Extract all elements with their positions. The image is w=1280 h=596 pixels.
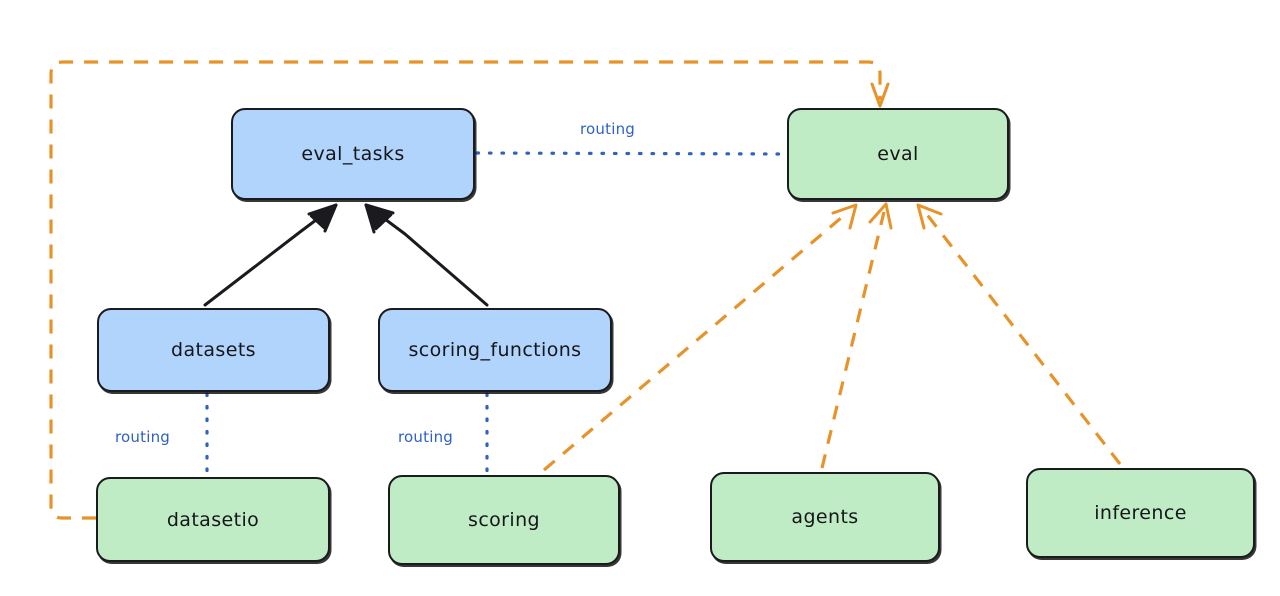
edge-scoring-functions-to-eval-tasks [364, 203, 489, 307]
node-label: scoring_functions [408, 339, 582, 361]
node-scoring[interactable]: scoring [388, 475, 620, 565]
node-inference[interactable]: inference [1026, 468, 1255, 558]
node-eval[interactable]: eval [787, 108, 1009, 200]
node-label: inference [1094, 502, 1187, 524]
edge-agents-to-eval-dependency [820, 202, 893, 469]
edge-eval-tasks-to-eval-routing [475, 151, 787, 156]
node-label: scoring [468, 509, 540, 531]
edge-label-routing-datasets-datasetio: routing [115, 428, 170, 446]
edge-label-routing-eval-tasks-eval: routing [580, 120, 635, 138]
node-label: datasetio [166, 508, 260, 531]
edge-inference-to-eval-dependency [916, 203, 1122, 465]
node-label: agents [791, 506, 859, 528]
node-agents[interactable]: agents [710, 472, 940, 562]
node-datasetio[interactable]: datasetio [96, 477, 330, 562]
node-label: eval [877, 143, 919, 165]
edge-label-routing-scoring-functions-scoring: routing [398, 428, 453, 446]
node-datasets[interactable]: datasets [97, 308, 330, 392]
node-eval-tasks[interactable]: eval_tasks [231, 108, 475, 200]
edge-datasets-to-eval-tasks [203, 203, 338, 307]
node-label: datasets [171, 339, 256, 361]
node-scoring-functions[interactable]: scoring_functions [378, 308, 612, 392]
node-label: eval_tasks [301, 143, 405, 165]
